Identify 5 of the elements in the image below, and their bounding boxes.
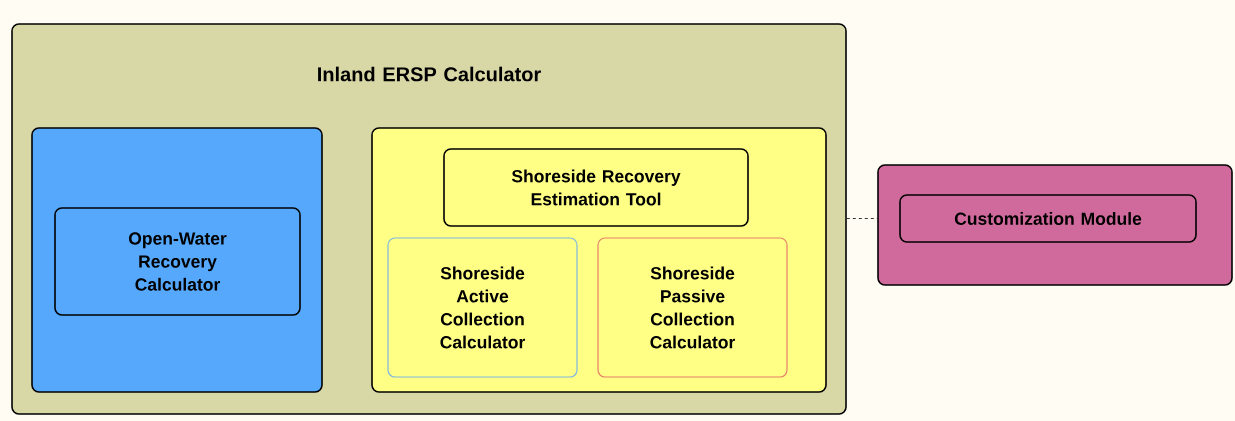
module-box: Shoreside Recovery Estimation Tool	[443, 148, 749, 227]
module-box: Shoreside Active Collection Calculator	[387, 237, 578, 378]
module-box: Customization Module	[899, 194, 1197, 243]
module-box: Shoreside Passive Collection Calculator	[597, 237, 788, 378]
module-box: Open-Water Recovery Calculator	[54, 207, 301, 316]
